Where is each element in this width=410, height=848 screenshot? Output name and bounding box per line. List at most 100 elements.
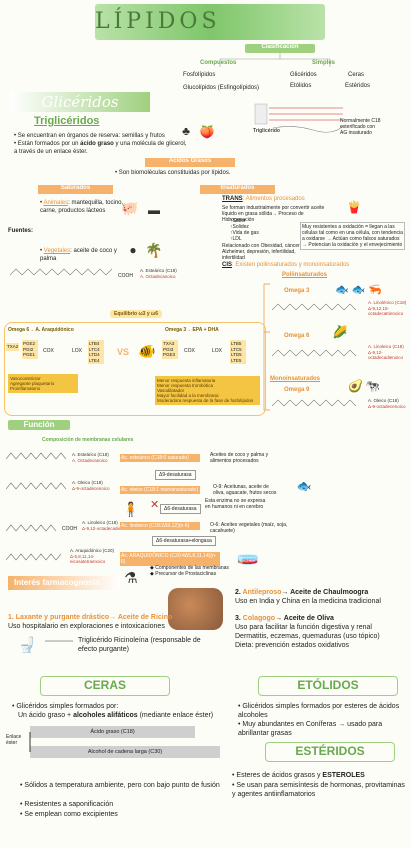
arrow-line — [45, 640, 73, 642]
pgi3-text: PGI3 — [163, 346, 174, 352]
omega3-epa-title: Omega 3→ EPA + DHA — [165, 327, 219, 333]
omega9-foods-icon: 🥑🐄 — [348, 379, 382, 393]
trans-side-note: Muy resistentes a oxidación = llegan a l… — [300, 222, 405, 250]
palm-tree-icon: 🌴 — [145, 241, 163, 258]
txa2-box: TXA2 — [6, 343, 20, 351]
bullet-2-post: y una molécula de glicerol, a través de … — [14, 141, 187, 155]
triglyceride-diagram — [253, 100, 348, 148]
trans-rel: Relacionado con Obesidad, cáncer, Alzhei… — [222, 243, 301, 261]
pge1-text: PGE1 — [23, 352, 36, 357]
f-octadecadienoico: Δ-9,12-octadecadienoico — [82, 526, 132, 531]
f-arachidonic-chain — [6, 553, 62, 561]
precursor-bullet: ◆ Precursor de Prostaciclinas — [150, 571, 217, 577]
equilibrio-label: Equilibrio ω3 y ω6 — [110, 310, 163, 318]
ricino-seeds-image — [168, 588, 223, 630]
item1-text: Uso hospitalario en exploraciones e into… — [8, 623, 165, 630]
octadecatrienoico-label: Δ-9,12,15-octadecatrienoico — [368, 306, 404, 316]
ceras-b2-text: Sólidos a temperatura ambiente, pero con… — [24, 782, 220, 789]
seeds-fruits-icon: ♣ — [182, 124, 190, 138]
f-estearico: A. Esteárico (C18) — [72, 452, 109, 457]
vegetales-desc: : aceite de coco y palma — [40, 248, 117, 262]
f-estearico-box: Ac. esteárico (C18:0 saturado) — [120, 454, 200, 462]
ceras-heading: CERAS — [40, 676, 170, 696]
f-linoleico-desc: O-6: Aceites vegetales (maíz, soja, caca… — [210, 522, 288, 534]
octadecenoico-label: Δ-9-octadecenoico — [368, 404, 406, 409]
farmacognosia-label: Interés farmacognosia — [8, 576, 120, 590]
etolidos-b2: • Muy abundantes en Coníferas → usado pa… — [238, 721, 383, 737]
f-oleico-desc: O-9: Aceitunas, aceite de oliva, aguacat… — [213, 484, 277, 496]
ceras-label: Ceras — [348, 72, 365, 78]
simples-label: Simples — [312, 60, 336, 66]
item3-text1: Uso para facilitar la función digestiva … — [235, 624, 372, 631]
f-oleico-box: Ac. oleico (C18:1 monoinsaturado) — [120, 486, 200, 494]
poliinsaturados-label: Poliinsaturados — [282, 272, 328, 278]
esteridos-heading: ESTÉRIDOS — [265, 742, 395, 762]
toilet-icon: 🚽 — [17, 637, 37, 654]
trans-list: ↑Sabor ↑Solidez ↑Vida de gas ↑LDL — [230, 218, 259, 242]
animales-desc: : mantequilla, tocino, carne, productos … — [40, 200, 124, 214]
f-octadecenoico: Δ-9-octadecenoico — [72, 486, 110, 491]
etolidos-heading: ETÓLIDOS — [258, 676, 398, 696]
omega3-foods-icon: 🐟🐟🦐 — [334, 283, 386, 296]
octadecadienoico-label: Δ-9,12-octadecadienoico — [368, 350, 404, 360]
fosfolipidos-label: Fosfolípidos — [183, 72, 216, 78]
bullet-2-pre: Están formados por un — [17, 141, 81, 147]
ceras-b1b-bold: alcoholes alifáticos — [73, 712, 138, 719]
lte5-text: LTE5 — [231, 357, 242, 363]
f-cooh: COOH — [62, 526, 77, 532]
enlace-ester-label: Enlace éster — [6, 734, 22, 746]
acido-graso-bar: Ácido graso (C18) — [30, 726, 195, 738]
blocked-x-icon: ✕ — [150, 499, 160, 511]
cooh-saturado: COOH — [118, 273, 133, 279]
ceras-b4-text: Se emplean como excipientes — [24, 811, 118, 818]
esteridos-b1-pre: Esteres de ácidos grasos y — [236, 772, 323, 779]
fruit-icon: 🍑 — [199, 125, 215, 139]
pgi2-text: PGI2 — [23, 346, 34, 352]
fish-oil-icon: 🐠 — [138, 342, 156, 359]
human-body-icon: 🧍 — [122, 500, 140, 517]
bullet-2-bold: ácido graso — [80, 141, 114, 147]
lte4-text: LTE4 — [89, 357, 100, 363]
lox-3: LOX — [212, 348, 223, 354]
coconut-icon: ● — [129, 243, 137, 257]
precursor-text: Precursor de Prostaciclinas — [155, 571, 217, 577]
vegetales-text: • Vegetales: aceite de coco y palma — [40, 248, 117, 262]
membranas-label: Composición de membranas celulares — [42, 437, 134, 443]
item3-title: 3. Colagogo→ Aceite de Oliva — [235, 614, 334, 623]
linoleic-chain — [272, 349, 357, 357]
f-araquidonico: A. Araquidónico (C20) — [70, 548, 115, 553]
trans-desc: Se forman industrialmente por convertir … — [222, 205, 325, 223]
item3-arrow: → Aceite de Oliva — [275, 615, 334, 622]
animales-text: • Animales: mantequilla, tocino, carne, … — [40, 200, 124, 214]
stearic-acid-chain — [10, 268, 113, 276]
f-stearic-chain — [6, 452, 67, 460]
etolidos-label: Etólidos — [290, 83, 312, 89]
oleico-label: A. Oleico (C18) — [368, 398, 399, 403]
ltd5-text: LTD5 — [231, 352, 242, 357]
f-estearico-desc: Aceites de coco y palma y alimentos proc… — [210, 452, 269, 464]
gliceridos-label: Glicéridos — [290, 72, 317, 78]
compuestos-label: Compuestos — [200, 60, 237, 66]
trans-heading: TRANS: Alimentos procesados — [222, 196, 305, 204]
f-octadecanoico: A. Octadecanoico — [72, 458, 108, 463]
efecto-omega3: Menor respuesta inflamatoria Menor respu… — [155, 376, 260, 405]
desaturasa-6: Δ6-desaturasa — [160, 504, 201, 514]
item1-title: 1. Laxante y purgante drástico→ Aceite d… — [8, 613, 172, 622]
ltd4-text: LTD4 — [89, 352, 100, 357]
fuentes-label: Fuentes: — [8, 228, 34, 234]
f-araquidonico-box: Ac. ARAQUIDÓNICO (C20:4Δ5,8,11,14)(n-6) — [120, 552, 220, 566]
txa3-text: TXA3 — [163, 341, 175, 346]
item3-text2: Dermatitis, eczemas, quemaduras (uso tóp… — [235, 633, 380, 640]
ester-link-line — [29, 732, 31, 752]
vs-label: VS — [117, 347, 130, 357]
ltc4-text: LTC4 — [89, 346, 100, 352]
octadecanoico-label: A. Octadecanoico — [140, 274, 176, 279]
item2-title-text: Antileproso — [242, 589, 282, 596]
f-oleic-chain — [6, 482, 67, 490]
omega6-label: Omega 6 — [284, 333, 310, 339]
f-eicosatetraenoico: Δ-5,8,11,14-eicosatetraenoico — [70, 554, 106, 564]
biomoleculas-bullet: • Son biomoléculas constituidas por lípi… — [115, 170, 231, 176]
ceras-b2: • Sólidos a temperatura ambiente, pero c… — [20, 782, 220, 789]
item2-text: Uso en India y China en la medicina trad… — [235, 598, 381, 605]
